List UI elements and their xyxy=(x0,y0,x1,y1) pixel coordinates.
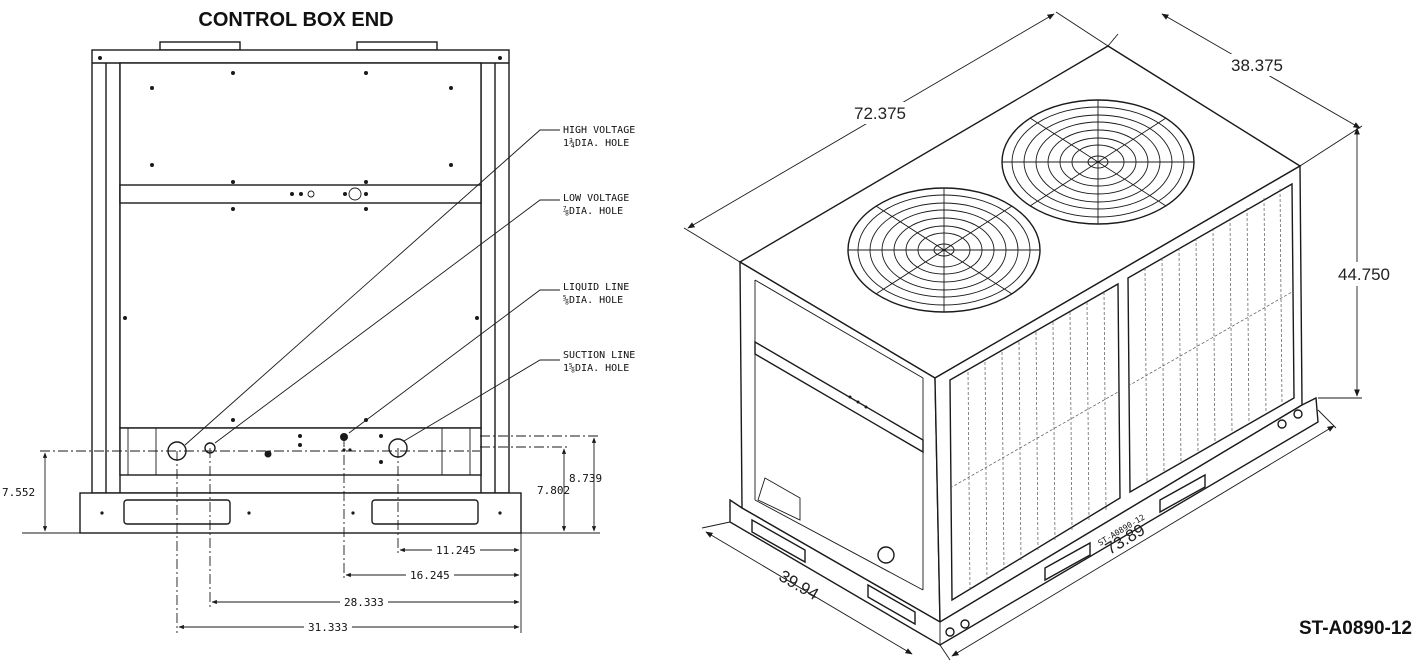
dim-right-height-b: 8.739 xyxy=(569,472,602,485)
dim-top-length: 72.375 xyxy=(854,104,906,123)
fan-guard-left xyxy=(847,187,1041,313)
control-panel xyxy=(119,62,482,429)
callout-low-voltage-2: ⅞DIA. HOLE xyxy=(563,205,623,217)
dim-h-31333: 31.333 xyxy=(308,621,348,634)
callout-low-voltage-1: LOW VOLTAGE xyxy=(563,193,629,204)
dim-height: 44.750 xyxy=(1338,265,1390,284)
callout-high-voltage-1: HIGH VOLTAGE xyxy=(563,125,635,136)
fan-top-left xyxy=(159,41,241,51)
dim-h-16245: 16.245 xyxy=(410,569,450,582)
dim-h-28333: 28.333 xyxy=(344,596,384,609)
fan-top-right xyxy=(356,41,438,51)
callout-liquid-line-1: LIQUID LINE xyxy=(563,282,629,293)
fan-guard-right xyxy=(1001,99,1195,225)
callout-liquid-line-2: ⅝DIA. HOLE xyxy=(563,294,623,306)
control-box-end-view: CONTROL BOX END xyxy=(2,9,635,634)
callout-suction-line-1: SUCTION LINE xyxy=(563,350,635,361)
isometric-unit-view: 72.375 38.375 44.750 73.89 39.94 ST-A089… xyxy=(683,11,1396,661)
view-title: CONTROL BOX END xyxy=(198,9,393,31)
callout-leaders xyxy=(184,129,560,446)
dim-h-11245: 11.245 xyxy=(436,544,476,557)
drawing-id: ST-A0890-12 xyxy=(1299,618,1412,639)
dim-right-height-a: 7.802 xyxy=(537,484,570,497)
callout-suction-line-2: 1⅝DIA. HOLE xyxy=(563,362,629,374)
dim-top-width: 38.375 xyxy=(1231,56,1283,75)
callout-high-voltage-2: 1¾DIA. HOLE xyxy=(563,137,629,149)
end-pipe-stub xyxy=(877,546,895,564)
dim-left-height: 7.552 xyxy=(2,486,35,499)
